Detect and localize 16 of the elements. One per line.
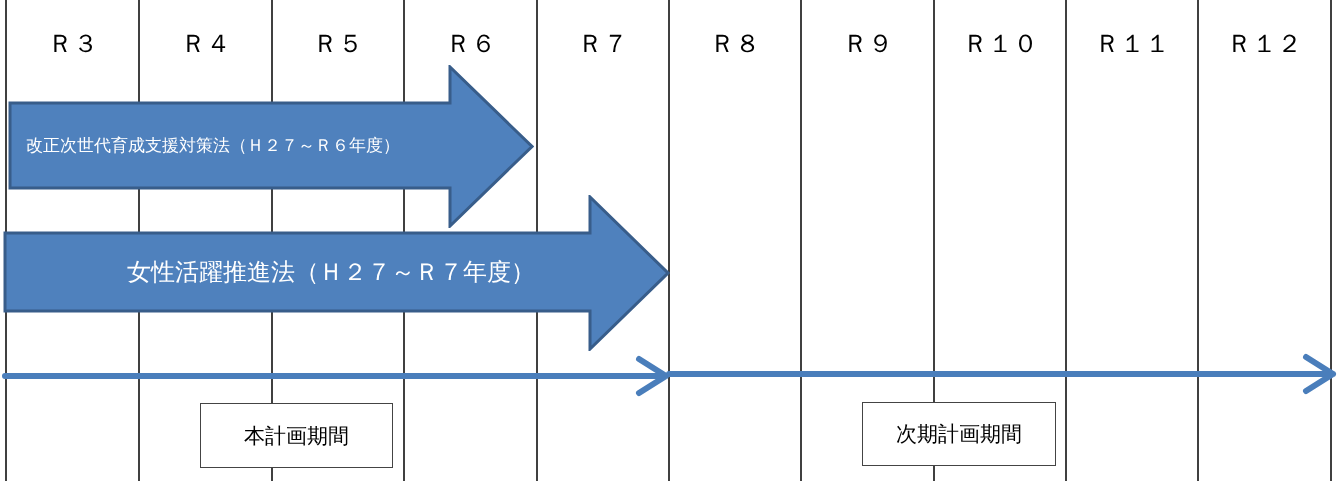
timeline-banner — [3, 195, 670, 351]
year-label: Ｒ１２ — [1227, 29, 1302, 58]
timeline-banner — [8, 65, 534, 228]
year-label: Ｒ９ — [842, 29, 893, 58]
year-label: Ｒ５ — [313, 29, 363, 58]
year-label: Ｒ７ — [578, 29, 628, 58]
law-period-label: 女性活躍推進法（Ｈ２７～Ｒ７年度） — [126, 257, 535, 288]
period-box: 次期計画期間 — [862, 402, 1056, 466]
year-label: Ｒ８ — [710, 29, 760, 58]
year-label: Ｒ１０ — [962, 29, 1038, 58]
year-label: Ｒ１１ — [1094, 29, 1170, 58]
year-label: Ｒ３ — [47, 29, 98, 58]
year-label: Ｒ６ — [445, 29, 496, 58]
period-box: 本計画期間 — [200, 403, 393, 468]
law-period-label: 改正次世代育成支援対策法（Ｈ２７～Ｒ６年度） — [26, 134, 400, 157]
year-label: Ｒ４ — [180, 29, 231, 58]
